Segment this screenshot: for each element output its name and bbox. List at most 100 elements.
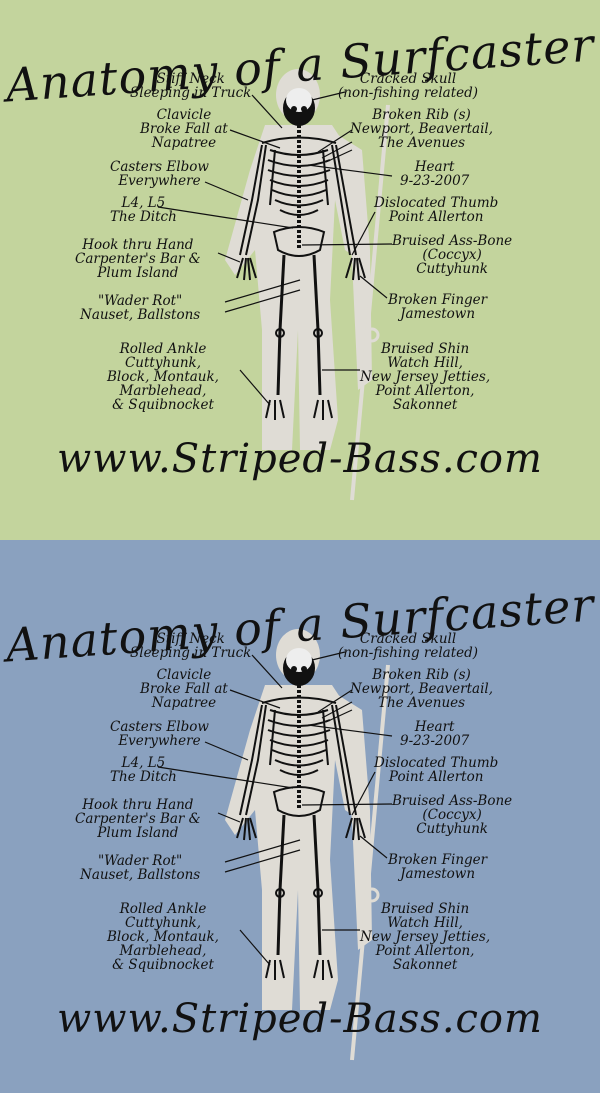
fishing-rod [350,664,390,1061]
fishing-rod [350,104,390,501]
label-line: & Squibnocket [112,957,214,973]
label-line: Dislocated Thumb [374,755,499,771]
label-line: Hook thru Hand [82,797,194,813]
label-line: Everywhere [118,733,201,749]
label-line: Plum Island [97,265,179,281]
label-line: L4, L5 [121,195,166,211]
website-url: www.Striped-Bass.com [57,996,543,1042]
skeleton-illustration [157,629,393,1061]
label-line: (Coccyx) [422,247,482,263]
label-line: Marblehead, [119,943,207,959]
label-line: Broken Finger [388,852,488,868]
label-line: Cuttyhunk, [124,355,202,371]
label-broken-rib: Broken Rib (s)Newport, Beavertail,The Av… [350,108,493,150]
label-line: Nauset, Ballstons [80,867,201,883]
label-line: Newport, Beavertail, [350,681,494,697]
label-line: Carpenter's Bar & [75,251,201,267]
label-line: "Wader Rot" [97,293,183,309]
label-line: Heart [414,719,455,735]
label-line: Bruised Shin [380,901,470,917]
label-line: The Avenues [377,695,466,711]
label-line: Bruised Ass-Bone [392,233,513,249]
label-line: Broke Fall at [140,681,228,697]
label-line: Block, Montauk, [107,929,219,945]
label-line: Sakonnet [392,957,458,973]
label-line: Napatree [151,695,217,711]
label-wader-rot: "Wader Rot"Nauset, Ballstons [80,854,200,882]
skeleton-illustration [157,69,393,501]
label-line: 9-23-2007 [400,173,470,189]
label-line: Watch Hill, [387,355,463,371]
label-line: Heart [414,159,455,175]
label-line: Clavicle [156,667,212,683]
label-line: Nauset, Ballstons [80,307,201,323]
label-line: Cuttyhunk, [124,915,202,931]
label-line: Jamestown [400,306,476,322]
label-line: Point Allerton [388,209,484,225]
label-line: (Coccyx) [422,807,482,823]
label-line: Broken Finger [388,292,488,308]
label-line: Broken Rib (s) [372,667,471,683]
label-line: Cuttyhunk [416,821,488,837]
label-line: Bruised Shin [380,341,470,357]
label-line: Block, Montauk, [107,369,219,385]
label-line: Broke Fall at [140,121,228,137]
label-line: Dislocated Thumb [374,195,499,211]
label-line: L4, L5 [121,755,166,771]
label-line: 9-23-2007 [400,733,470,749]
label-line: New Jersey Jetties, [360,929,491,945]
label-cracked-skull: Cracked Skull(non-fishing related) [338,72,478,100]
label-line: New Jersey Jetties, [360,369,491,385]
label-bruised-ass-bone: Bruised Ass-Bone(Coccyx)Cuttyhunk [392,234,512,276]
label-line: Newport, Beavertail, [350,121,494,137]
label-line: Watch Hill, [387,915,463,931]
label-line: Sakonnet [392,397,458,413]
label-line: Cracked Skull [359,631,457,647]
label-cracked-skull: Cracked Skull(non-fishing related) [338,632,478,660]
label-line: Casters Elbow [110,159,209,175]
label-line: & Squibnocket [112,397,214,413]
label-line: Clavicle [156,107,212,123]
label-line: The Ditch [110,209,177,225]
label-line: Plum Island [97,825,179,841]
label-line: Sleeping in Truck [130,645,252,661]
leader-lines [157,91,393,406]
label-line: The Avenues [377,135,466,151]
label-line: Point Allerton [388,769,484,785]
label-line: Marblehead, [119,383,207,399]
label-line: Cuttyhunk [416,261,488,277]
label-line: Broken Rib (s) [372,107,471,123]
label-line: Napatree [151,135,217,151]
label-line: "Wader Rot" [97,853,183,869]
label-line: Point Allerton, [375,943,475,959]
label-line: Rolled Ankle [119,901,207,917]
website-url: www.Striped-Bass.com [57,436,543,482]
label-line: Bruised Ass-Bone [392,793,513,809]
label-bruised-ass-bone: Bruised Ass-Bone(Coccyx)Cuttyhunk [392,794,512,836]
label-line: Casters Elbow [110,719,209,735]
label-line: Sleeping in Truck [130,85,252,101]
label-line: (non-fishing related) [338,645,479,661]
label-line: Carpenter's Bar & [75,811,201,827]
label-broken-rib: Broken Rib (s)Newport, Beavertail,The Av… [350,668,493,710]
label-line: The Ditch [110,769,177,785]
